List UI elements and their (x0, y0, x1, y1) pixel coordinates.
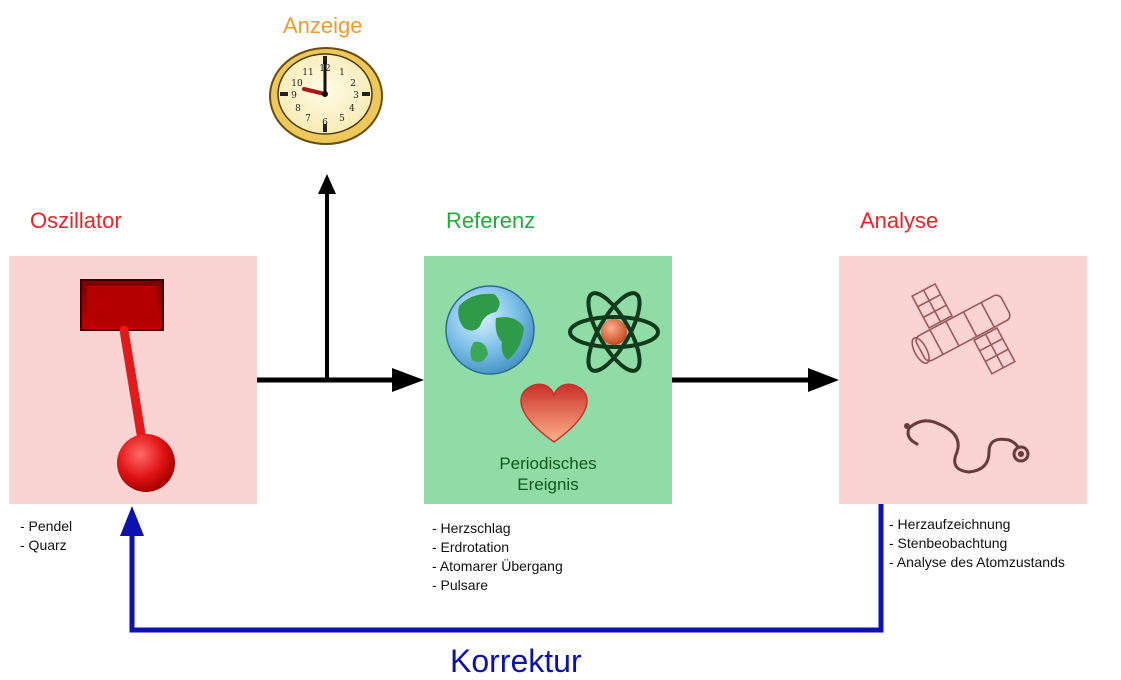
clock-numeral: 11 (302, 68, 313, 78)
clock-numeral: 6 (322, 118, 328, 128)
list-item: - Herzschlag (432, 520, 511, 536)
list-item: - Pulsare (432, 577, 489, 593)
oscillator-title: Oszillator (30, 208, 122, 233)
reference-icons (445, 285, 660, 443)
oscillator-list: - Pendel - Quarz (20, 517, 72, 555)
analysis-list: - Herzaufzeichnung - Stenbeobachtung - A… (889, 515, 1065, 572)
correction-label: Korrektur (450, 643, 582, 679)
list-item: - Pendel (20, 518, 73, 534)
arrowhead-display (318, 174, 336, 194)
clock-numeral: 1 (339, 68, 345, 78)
clock-numeral: 9 (291, 91, 297, 101)
list-item: - Erdrotation (432, 539, 510, 555)
reference-title: Referenz (446, 208, 536, 233)
clock-numeral: 4 (349, 104, 355, 114)
list-item: - Herzaufzeichnung (889, 516, 1011, 532)
arrowhead-oscillator (120, 506, 144, 536)
analysis-box (839, 256, 1087, 504)
display-title: Anzeige (283, 13, 363, 38)
clock-numeral: 3 (353, 91, 359, 101)
clock-numeral: 8 (295, 104, 301, 114)
reference-caption-line2: Ereignis (517, 475, 579, 494)
list-item: - Atomarer Übergang (432, 558, 563, 574)
telescope-icon (911, 282, 1016, 375)
clock-numeral: 2 (350, 79, 356, 89)
arrowhead-reference (392, 368, 424, 392)
clock-numeral: 7 (305, 114, 311, 124)
analysis-title: Analyse (860, 208, 939, 233)
clock-icon: 12 1 2 3 4 5 6 7 8 9 10 11 (269, 47, 383, 145)
list-item: - Analyse des Atomzustands (889, 554, 1065, 570)
reference-list: - Herzschlag - Erdrotation - Atomarer Üb… (432, 519, 563, 595)
reference-caption-line1: Periodisches (499, 454, 597, 473)
heart-icon (520, 383, 588, 443)
clock-numeral: 10 (291, 79, 303, 89)
stethoscope-icon (904, 419, 1030, 474)
analysis-icons (904, 282, 1030, 474)
atom-icon (568, 291, 660, 373)
arrowhead-analysis (808, 368, 839, 392)
list-item: - Stenbeobachtung (889, 535, 1008, 551)
oscillator-box (9, 256, 257, 504)
pendulum-icon (80, 279, 175, 492)
clock-numeral: 5 (339, 114, 345, 124)
globe-icon (445, 285, 535, 375)
reference-box: Periodisches Ereignis (424, 256, 672, 504)
list-item: - Quarz (20, 537, 67, 553)
